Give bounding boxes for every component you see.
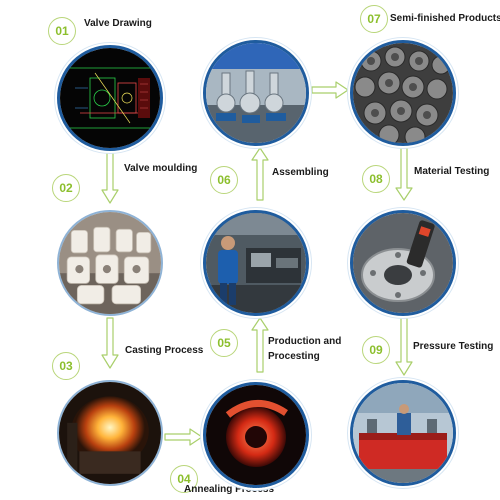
step-badge-01: 01 <box>48 17 76 45</box>
step-badge-03: 03 <box>52 352 80 380</box>
photo-annealing-process <box>203 382 309 488</box>
step-title-05-line2: Procesting <box>268 351 320 362</box>
step-badge-05: 05 <box>210 329 238 357</box>
step-title-02: Valve moulding <box>124 163 198 174</box>
step-badge-04: 04 <box>170 465 198 493</box>
step-title-07: Semi-finished Products <box>390 13 500 24</box>
arrow-05-to-06 <box>251 147 269 201</box>
step-title-01: Valve Drawing <box>84 18 152 29</box>
arrow-03-to-04 <box>164 428 203 446</box>
step-badge-08: 08 <box>362 165 390 193</box>
arrow-02-to-03 <box>101 317 119 369</box>
photo-material-testing <box>350 210 456 316</box>
step-title-04: Annealing Process <box>184 484 275 495</box>
arrow-07-to-08 <box>395 147 413 201</box>
step-title-03: Casting Process <box>125 345 204 356</box>
step-title-09: Pressure Testing <box>413 341 494 352</box>
step-title-08: Material Testing <box>414 166 490 177</box>
arrow-06-to-07 <box>311 81 349 99</box>
photo-valve-drawing <box>57 45 163 151</box>
photo-assembling <box>203 40 309 146</box>
photo-valve-moulding <box>57 210 163 316</box>
arrow-08-to-09 <box>395 317 413 376</box>
step-badge-09: 09 <box>362 336 390 364</box>
arrow-04-to-05 <box>251 317 269 373</box>
step-title-06: Assembling <box>272 167 329 178</box>
photo-pressure-testing <box>350 380 456 486</box>
photo-production-machining <box>203 210 309 316</box>
step-badge-06: 06 <box>210 166 238 194</box>
arrow-01-to-02 <box>101 149 119 204</box>
step-title-05-line1: Production and <box>268 336 342 347</box>
step-badge-07: 07 <box>360 5 388 33</box>
photo-semi-finished-products <box>350 40 456 146</box>
step-badge-02: 02 <box>52 174 80 202</box>
photo-casting-process <box>57 380 163 486</box>
